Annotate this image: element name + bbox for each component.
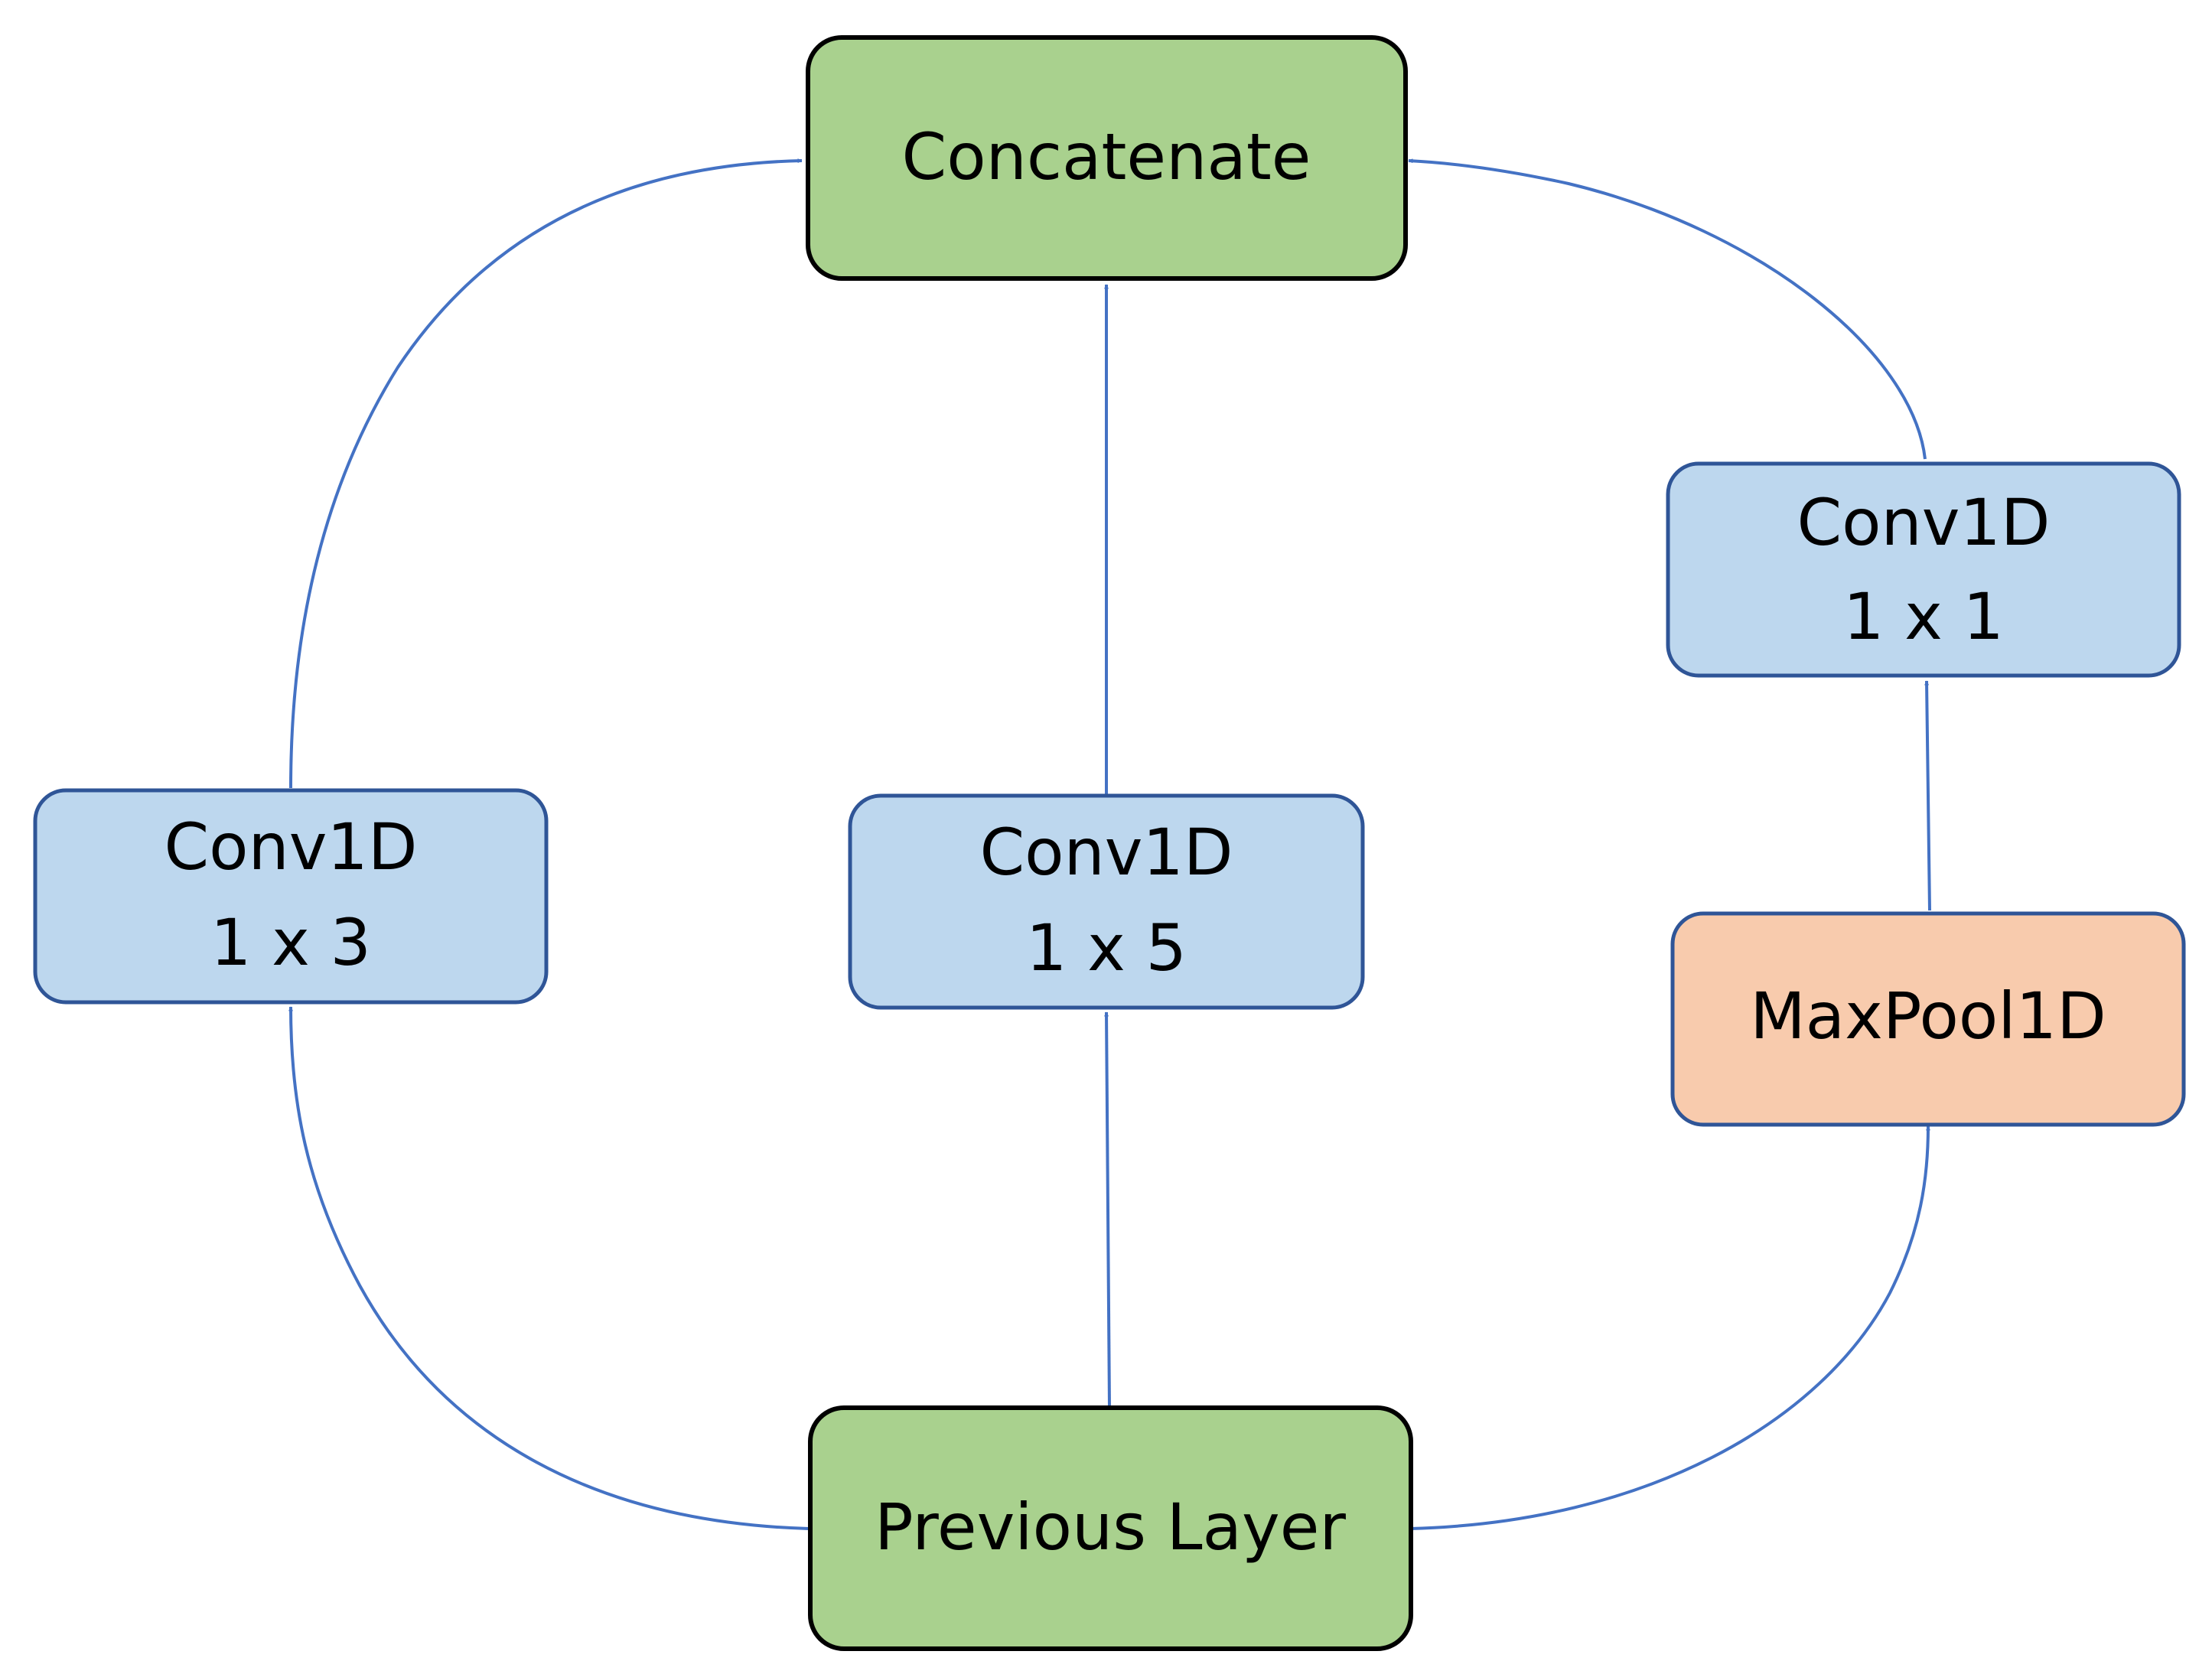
previous-layer-node: Previous Layer xyxy=(808,1405,1413,1651)
conv1d-1x3-label-line1: Conv1D xyxy=(164,809,417,884)
conv1d-1x5-node: Conv1D 1 x 5 xyxy=(848,793,1365,1010)
maxpool1d-node: MaxPool1D xyxy=(1670,911,2186,1127)
edges xyxy=(288,158,1931,1530)
conv1d-1x3-label-line2: 1 x 3 xyxy=(210,905,371,980)
conv1d-1x3-box xyxy=(33,788,549,1005)
conv1d-1x1-label-line1: Conv1D xyxy=(1797,485,2050,560)
conv1d-1x5-box xyxy=(848,793,1365,1010)
edge-previous-to-conv-1x3 xyxy=(288,1006,810,1530)
maxpool1d-label: MaxPool1D xyxy=(1750,979,2106,1054)
edge-maxpool-to-conv-1x1 xyxy=(1924,680,1931,911)
edge-conv-1x3-to-concatenate xyxy=(289,158,803,789)
conv1d-1x1-label-line2: 1 x 1 xyxy=(1843,579,2004,654)
previous-layer-box xyxy=(808,1405,1413,1651)
conv1d-1x1-box xyxy=(1666,461,2181,678)
conv1d-1x5-label-line1: Conv1D xyxy=(979,815,1233,890)
edge-conv-1x1-to-concatenate xyxy=(1408,158,1927,460)
concatenate-box xyxy=(806,35,1408,281)
edge-previous-to-maxpool xyxy=(1409,1125,1930,1530)
conv1d-1x3-node: Conv1D 1 x 3 xyxy=(33,788,549,1005)
previous-layer-label: Previous Layer xyxy=(875,1490,1346,1565)
concatenate-node: Concatenate xyxy=(806,35,1408,281)
conv1d-1x1-node: Conv1D 1 x 1 xyxy=(1666,461,2181,678)
conv1d-1x5-label-line2: 1 x 5 xyxy=(1026,910,1187,985)
concatenate-label: Concatenate xyxy=(902,119,1311,194)
maxpool1d-box xyxy=(1670,911,2186,1127)
edge-previous-to-conv-1x5 xyxy=(1104,1011,1111,1409)
